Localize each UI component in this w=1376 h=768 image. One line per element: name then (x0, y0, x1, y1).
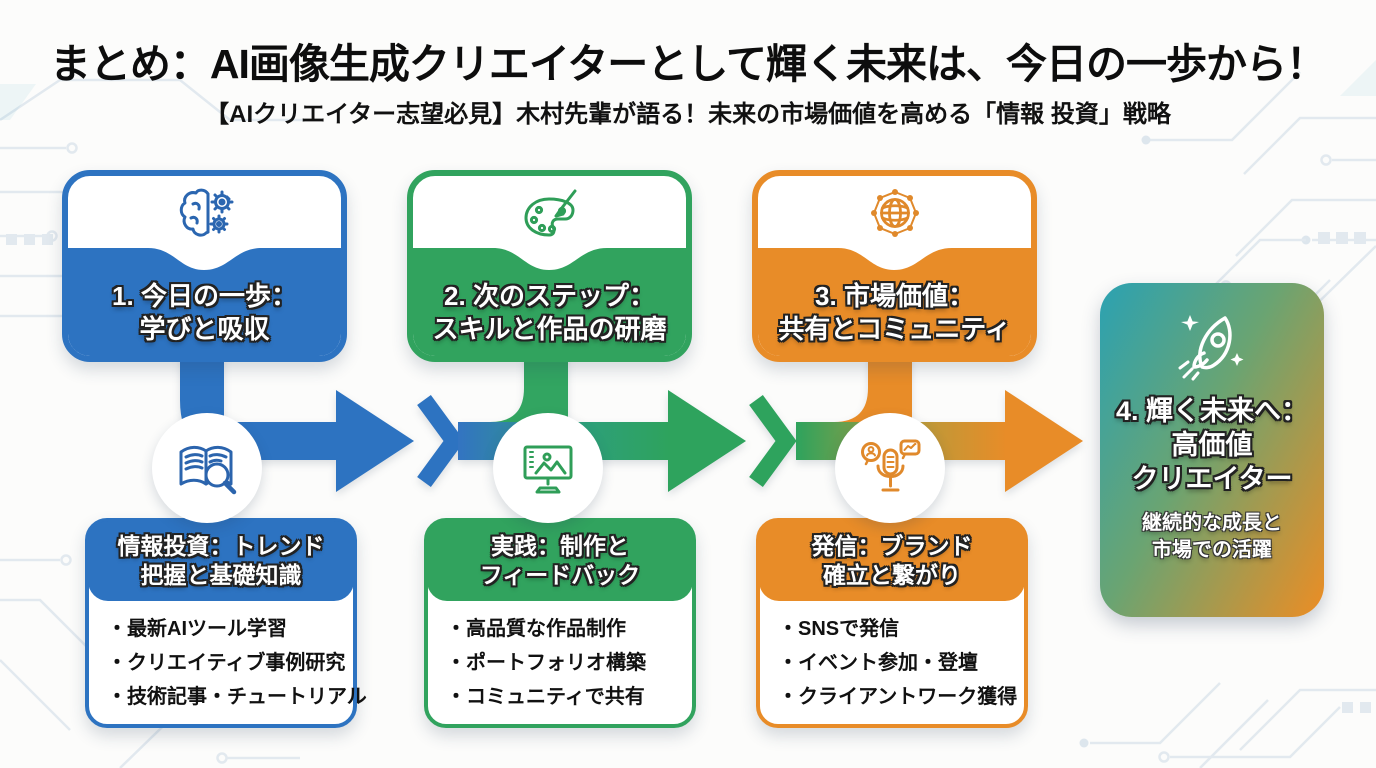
detail-card-3: 発信：ブランド 確立と繋がり ・SNSで発信 ・イベント参加・登壇 ・クライアン… (756, 518, 1028, 728)
step-title-line1: 1. 今日の一歩： (112, 281, 297, 312)
palette-brush-icon (413, 180, 686, 246)
bullet-item: ・技術記事・チュートリアル (107, 686, 367, 708)
arrowhead-1 (336, 390, 414, 492)
detail-card-header: 発信：ブランド 確立と繋がり (759, 521, 1025, 601)
flow-stem-3-fillet (834, 388, 868, 422)
detail-header-line1: 発信：ブランド (811, 533, 973, 560)
monitor-image-icon (523, 445, 573, 494)
wave-divider (68, 248, 341, 272)
bullet-item: ・イベント参加・登壇 (778, 652, 978, 674)
brain-gears-icon (68, 180, 341, 246)
bullet-item: ・コミュニティで共有 (446, 686, 645, 708)
microphone-speech-icon (861, 439, 921, 492)
bullet-item: ・高品質な作品制作 (446, 618, 626, 640)
detail-card-header: 情報投資：トレンド 把握と基礎知識 (88, 521, 354, 601)
book-magnifier-icon (179, 445, 237, 495)
step-card-2: 2. 次のステップ： スキルと作品の研磨 (407, 170, 692, 362)
network-globe-icon (758, 180, 1031, 246)
detail-card-2: 実践：制作と フィードバック ・高品質な作品制作 ・ポートフォリオ構築 ・コミュ… (424, 518, 696, 728)
step-title-line1: 2. 次のステップ： (444, 281, 655, 312)
arrowhead-2 (668, 390, 746, 492)
final-title-line1: 4. 輝く未来へ： (1115, 396, 1309, 426)
arrowhead-3 (1005, 390, 1083, 492)
page-title: まとめ：AI画像生成クリエイターとして輝く未来は、今日の一歩から！ (49, 41, 1327, 87)
detail-card-header: 実践：制作と フィードバック (427, 521, 693, 601)
page-subtitle: 【AIクリエイター志望必見】木村先輩が語る！未来の市場価値を高める「情報 投資」… (205, 101, 1171, 128)
flow-icon-circle-3 (835, 413, 945, 523)
step-card-3: 3. 市場価値： 共有とコミュニティ (752, 170, 1037, 362)
rocket-icon (1178, 315, 1244, 381)
chevron-2 (417, 394, 465, 488)
wave-divider (413, 248, 686, 272)
final-step-card: 4. 輝く未来へ： 高価値 クリエイター 継続的な成長と 市場での活躍 (1100, 283, 1324, 617)
step-title-line2: スキルと作品の研磨 (432, 314, 667, 344)
step-card-1: 1. 今日の一歩： 学びと吸収 (62, 170, 347, 362)
flow-icon-circle-2 (493, 413, 603, 523)
detail-header-line1: 情報投資：トレンド (117, 533, 325, 560)
detail-card-bullets: ・高品質な作品制作 ・ポートフォリオ構築 ・コミュニティで共有 (428, 612, 692, 714)
flow-stem-2-fillet (490, 388, 524, 422)
bullet-item: ・最新AIツール学習 (107, 618, 287, 640)
final-subtext-line2: 市場での活躍 (1152, 539, 1272, 562)
flow-stem-3 (868, 352, 912, 426)
detail-header-line1: 実践：制作と (491, 533, 629, 560)
flow-icon-circle-1 (152, 413, 262, 523)
detail-card-bullets: ・最新AIツール学習 ・クリエイティブ事例研究 ・技術記事・チュートリアル (89, 612, 367, 714)
flow-stem-2 (524, 352, 568, 426)
detail-header-line2: 把握と基礎知識 (140, 562, 302, 588)
detail-card-bullets: ・SNSで発信 ・イベント参加・登壇 ・クライアントワーク獲得 (760, 612, 1024, 714)
bullet-item: ・SNSで発信 (778, 618, 900, 640)
bullet-item: ・クリエイティブ事例研究 (107, 652, 346, 674)
final-title-line2: 高価値 (1171, 429, 1253, 460)
bullet-item: ・ポートフォリオ構築 (446, 652, 646, 674)
detail-header-line2: フィードバック (479, 562, 641, 588)
step-title-line2: 学びと吸収 (139, 314, 270, 344)
final-title-line3: クリエイター (1131, 463, 1293, 494)
step-title-line1: 3. 市場価値： (815, 281, 974, 312)
final-subtext-line1: 継続的な成長と (1142, 512, 1282, 535)
chevron-3 (749, 394, 797, 488)
step-title-line2: 共有とコミュニティ (778, 314, 1011, 344)
detail-card-1: 情報投資：トレンド 把握と基礎知識 ・最新AIツール学習 ・クリエイティブ事例研… (85, 518, 367, 728)
bullet-item: ・クライアントワーク獲得 (778, 686, 1018, 708)
detail-header-line2: 確立と繋がり (823, 562, 961, 588)
wave-divider (758, 248, 1031, 272)
